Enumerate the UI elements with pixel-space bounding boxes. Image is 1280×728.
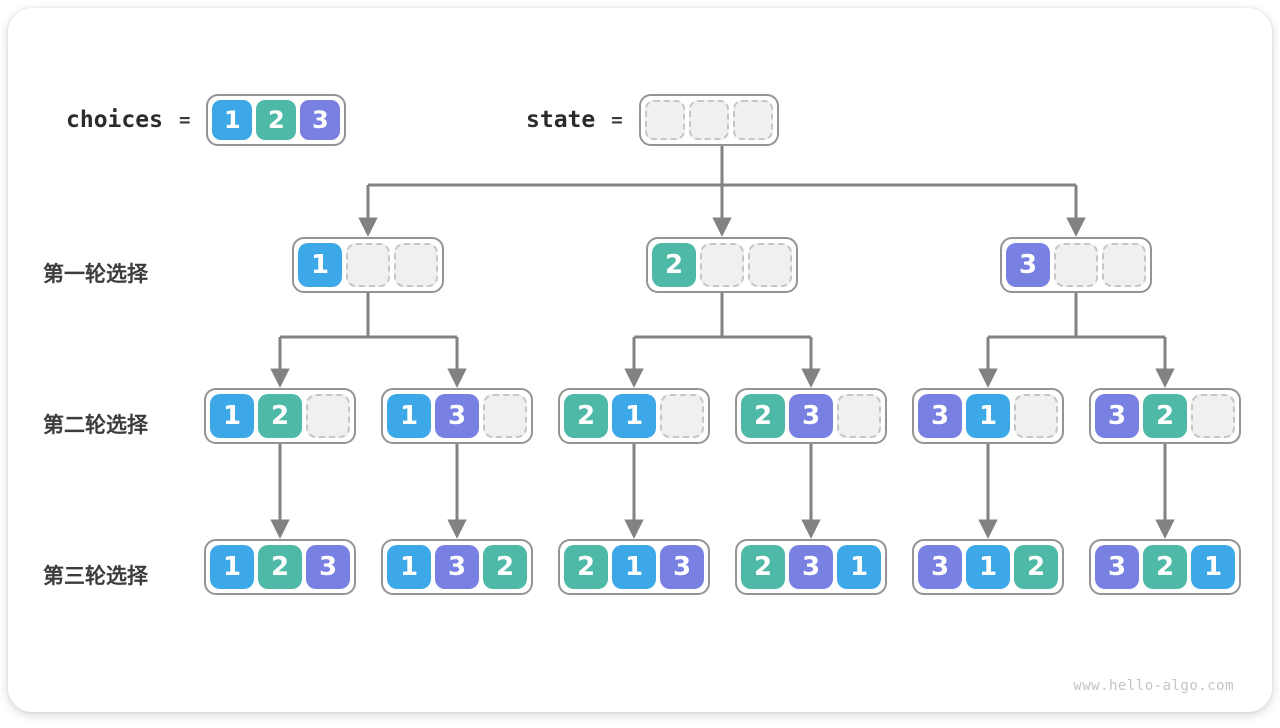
empty-cell	[700, 243, 744, 287]
empty-cell	[732, 100, 773, 140]
empty-cell	[660, 394, 704, 438]
state-group: state =	[526, 94, 779, 146]
value-cell: 3	[306, 545, 350, 589]
value-cell: 3	[1095, 545, 1139, 589]
value-cell: 1	[966, 545, 1010, 589]
value-cell: 3	[789, 394, 833, 438]
empty-cell	[306, 394, 350, 438]
value-cell: 2	[741, 394, 785, 438]
empty-cell	[346, 243, 390, 287]
value-cell: 1	[837, 545, 881, 589]
watermark: www.hello-algo.com	[1073, 678, 1234, 694]
value-cell: 1	[966, 394, 1010, 438]
empty-cell	[688, 100, 729, 140]
choices-label: choices	[66, 107, 163, 133]
value-cell: 3	[1095, 394, 1139, 438]
value-cell: 1	[612, 545, 656, 589]
value-cell: 2	[1143, 545, 1187, 589]
value-cell: 1	[1191, 545, 1235, 589]
value-cell: 2	[741, 545, 785, 589]
value-cell: 3	[789, 545, 833, 589]
empty-cell	[1054, 243, 1098, 287]
state-node: 1	[292, 237, 444, 293]
empty-cell	[483, 394, 527, 438]
value-cell: 3	[435, 394, 479, 438]
empty-cell	[644, 100, 685, 140]
value-cell: 3	[660, 545, 704, 589]
value-cell: 1	[387, 394, 431, 438]
value-cell: 2	[258, 545, 302, 589]
empty-cell	[394, 243, 438, 287]
value-cell: 2	[1143, 394, 1187, 438]
equals-sign: =	[178, 109, 191, 131]
value-cell: 3	[1006, 243, 1050, 287]
empty-cell	[1191, 394, 1235, 438]
value-cell: 2	[1014, 545, 1058, 589]
value-cell: 2	[256, 100, 297, 140]
value-cell: 2	[483, 545, 527, 589]
value-cell: 3	[918, 545, 962, 589]
row-label-round-1: 第一轮选择	[43, 263, 148, 286]
value-cell: 2	[564, 545, 608, 589]
state-node: 3	[1000, 237, 1152, 293]
value-cell: 1	[212, 100, 253, 140]
value-cell: 2	[652, 243, 696, 287]
value-cell: 3	[435, 545, 479, 589]
value-cell: 1	[387, 545, 431, 589]
state-label: state	[526, 107, 596, 133]
empty-cell	[748, 243, 792, 287]
empty-cell	[1102, 243, 1146, 287]
state-box-slot	[638, 94, 779, 146]
value-cell: 3	[300, 100, 341, 140]
value-cell: 1	[210, 394, 254, 438]
equals-sign: =	[611, 109, 623, 131]
empty-cell	[1014, 394, 1058, 438]
empty-cell	[837, 394, 881, 438]
value-cell: 2	[258, 394, 302, 438]
value-cell: 1	[210, 545, 254, 589]
value-cell: 1	[298, 243, 342, 287]
row-label-round-2: 第二轮选择	[43, 414, 148, 437]
value-cell: 1	[612, 394, 656, 438]
value-cell: 3	[918, 394, 962, 438]
row-label-round-3: 第三轮选择	[43, 565, 148, 588]
state-node: 2	[646, 237, 798, 293]
value-cell: 2	[564, 394, 608, 438]
state-node	[638, 94, 779, 146]
